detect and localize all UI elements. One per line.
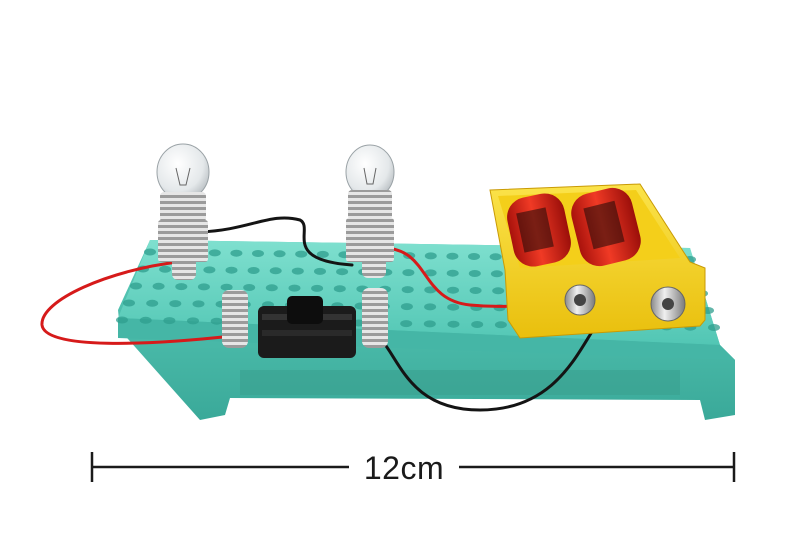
- peg-hole: [446, 252, 459, 260]
- push-switch-icon: [258, 296, 356, 358]
- battery-icon: [507, 193, 571, 267]
- battery-icon: [571, 187, 641, 267]
- peg-hole: [208, 249, 221, 257]
- peg-hole: [314, 267, 326, 275]
- peg-hole: [163, 317, 176, 325]
- peg-hole: [230, 249, 243, 257]
- peg-hole: [423, 320, 436, 328]
- peg-hole: [169, 300, 182, 308]
- spring-terminal-icon: [362, 236, 386, 278]
- peg-hole: [336, 268, 349, 276]
- peg-hole: [402, 269, 415, 277]
- peg-hole: [424, 303, 437, 311]
- peg-hole: [468, 270, 481, 277]
- black-wire-bulbs: [198, 216, 354, 267]
- peg-hole: [447, 286, 459, 294]
- peg-hole: [252, 250, 264, 257]
- peg-hole: [400, 320, 413, 328]
- peg-hole: [333, 285, 346, 293]
- peg-hole: [192, 300, 205, 308]
- spring-terminal-icon: [222, 290, 248, 348]
- battery-holder: [489, 183, 706, 339]
- peg-hole: [116, 316, 128, 324]
- peg-hole: [489, 253, 502, 261]
- battery-terminal-left: [564, 284, 596, 316]
- dimension-label: 12cm: [349, 447, 459, 489]
- peg-hole: [468, 253, 480, 260]
- peg-hole: [447, 303, 460, 311]
- peg-hole: [708, 324, 720, 331]
- peg-hole: [288, 284, 301, 292]
- peg-hole: [295, 250, 308, 258]
- peg-hole: [265, 284, 278, 292]
- spring-terminal-icon: [172, 236, 196, 280]
- red-wire-left: [40, 260, 234, 345]
- peg-hole: [490, 270, 503, 278]
- peg-hole: [447, 320, 460, 328]
- peg-hole: [424, 286, 437, 294]
- peg-hole: [311, 284, 324, 292]
- peg-hole: [159, 265, 172, 273]
- bulb-icon: [345, 144, 395, 262]
- peg-hole: [146, 299, 159, 307]
- peg-hole: [401, 286, 414, 294]
- peg-hole: [469, 287, 482, 294]
- peg-hole: [175, 283, 188, 291]
- peg-hole: [424, 269, 437, 277]
- peg-hole: [152, 282, 165, 290]
- peg-hole: [225, 266, 238, 274]
- peg-hole: [243, 284, 256, 291]
- spring-terminal-icon: [362, 288, 388, 348]
- peg-hole: [144, 248, 156, 256]
- peg-hole: [424, 252, 437, 260]
- peg-hole: [446, 269, 459, 277]
- peg-hole: [247, 267, 260, 274]
- peg-hole: [187, 317, 199, 325]
- battery-terminal-right: [650, 286, 686, 322]
- peg-hole: [316, 250, 329, 258]
- peg-hole: [210, 317, 223, 325]
- peg-hole: [130, 282, 142, 290]
- peg-hole: [269, 267, 282, 275]
- peg-hole: [139, 316, 152, 324]
- peg-hole: [123, 299, 135, 307]
- peg-hole: [273, 250, 286, 258]
- peg-hole: [220, 283, 233, 291]
- peg-hole: [494, 321, 507, 329]
- peg-hole: [203, 266, 216, 274]
- peg-hole: [400, 303, 413, 311]
- peg-hole: [291, 267, 304, 275]
- peg-hole: [492, 287, 505, 295]
- peg-hole: [197, 283, 210, 291]
- peg-hole: [471, 321, 484, 328]
